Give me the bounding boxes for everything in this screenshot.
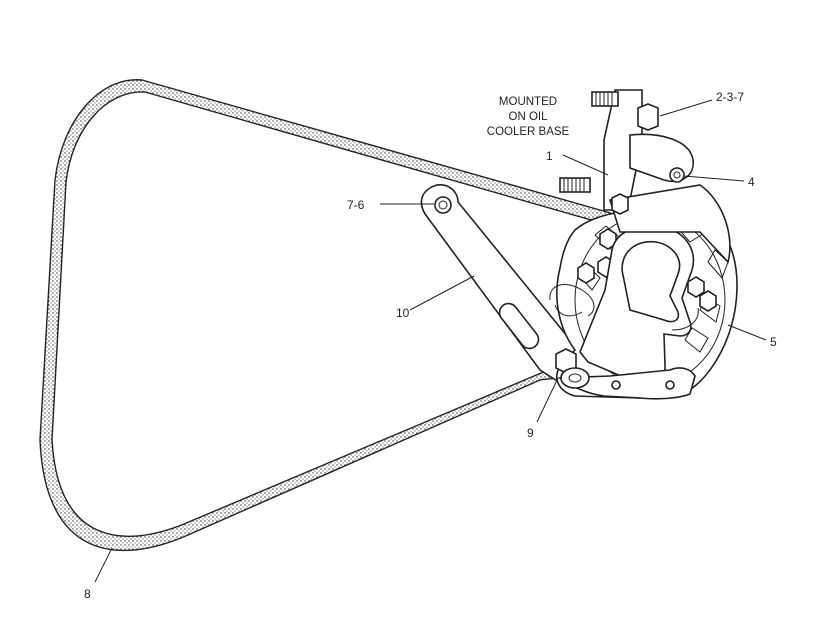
callout-2-3-7: 2-3-7	[716, 90, 744, 104]
drive-belt	[39, 79, 621, 552]
callout-5: 5	[770, 335, 777, 349]
callout-1: 1	[546, 149, 553, 163]
callout-8: 8	[84, 587, 91, 601]
callouts: 1 2-3-7 4 5 7-6 8 9 10	[84, 90, 777, 601]
bracket-bolt-4	[669, 167, 685, 183]
callout-10: 10	[396, 306, 410, 320]
callout-7-6: 7-6	[347, 198, 365, 212]
adjusting-bolt	[555, 348, 590, 389]
arm-pivot-bolt	[434, 196, 452, 214]
note-line-2: ON OIL	[509, 111, 549, 123]
callout-9: 9	[527, 426, 534, 440]
callout-4: 4	[748, 175, 755, 189]
note-line-1: MOUNTED	[499, 96, 557, 108]
mounting-note: MOUNTED ON OIL COOLER BASE	[487, 96, 570, 138]
mounting-bracket	[559, 89, 731, 264]
leader-lines	[94, 99, 767, 583]
note-line-3: COOLER BASE	[487, 126, 570, 138]
